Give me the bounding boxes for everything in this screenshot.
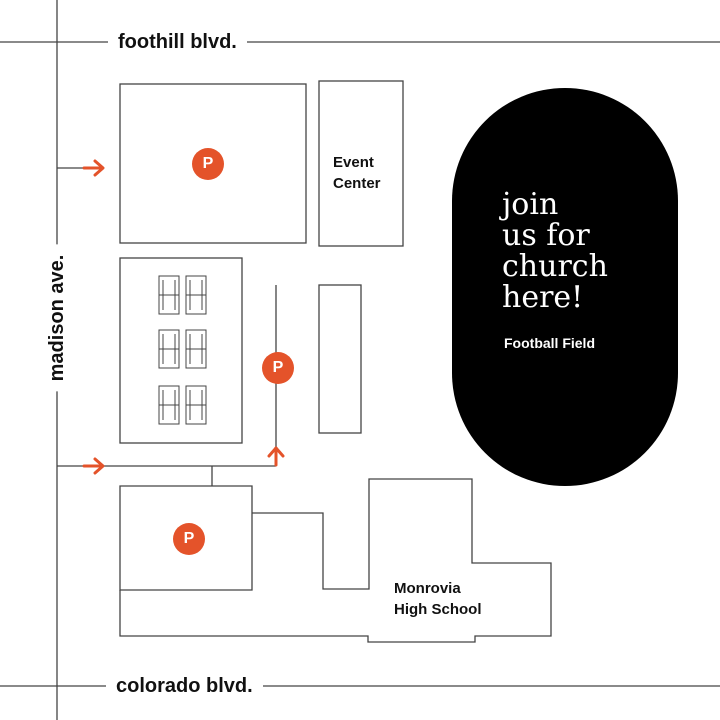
event-center-label: Event Center — [333, 152, 381, 194]
church-message: join us for church here! — [502, 189, 608, 313]
street-label-colorado: colorado blvd. — [106, 674, 263, 698]
tennis-courts — [158, 275, 207, 425]
south-parking-lot — [119, 485, 253, 591]
high-school-label-line1: Monrovia — [394, 580, 461, 597]
church-message-line: join — [502, 187, 559, 222]
church-message-line: church — [502, 249, 608, 284]
parking-icon: P — [192, 148, 224, 180]
arrow-right-icon — [82, 457, 105, 475]
street-label-foothill: foothill blvd. — [108, 30, 247, 54]
church-message-line: here! — [502, 280, 584, 315]
north-parking-lot — [119, 83, 307, 244]
arrow-up-icon — [267, 446, 285, 467]
parking-icon: P — [173, 523, 205, 555]
arrow-right-icon — [82, 159, 105, 177]
high-school-label-line2: High School — [394, 601, 482, 618]
church-message-line: us for — [502, 218, 590, 253]
event-center-label-line1: Event — [333, 154, 374, 171]
football-field-label: Football Field — [504, 335, 595, 351]
football-field — [452, 88, 678, 486]
event-center-building — [318, 80, 404, 247]
high-school-label: Monrovia High School — [394, 578, 482, 620]
court-block — [119, 257, 243, 444]
narrow-building — [318, 284, 362, 434]
street-label-madison: madison ave. — [45, 244, 69, 392]
high-school-building — [119, 478, 552, 643]
event-center-label-line2: Center — [333, 175, 381, 192]
parking-icon: P — [262, 352, 294, 384]
